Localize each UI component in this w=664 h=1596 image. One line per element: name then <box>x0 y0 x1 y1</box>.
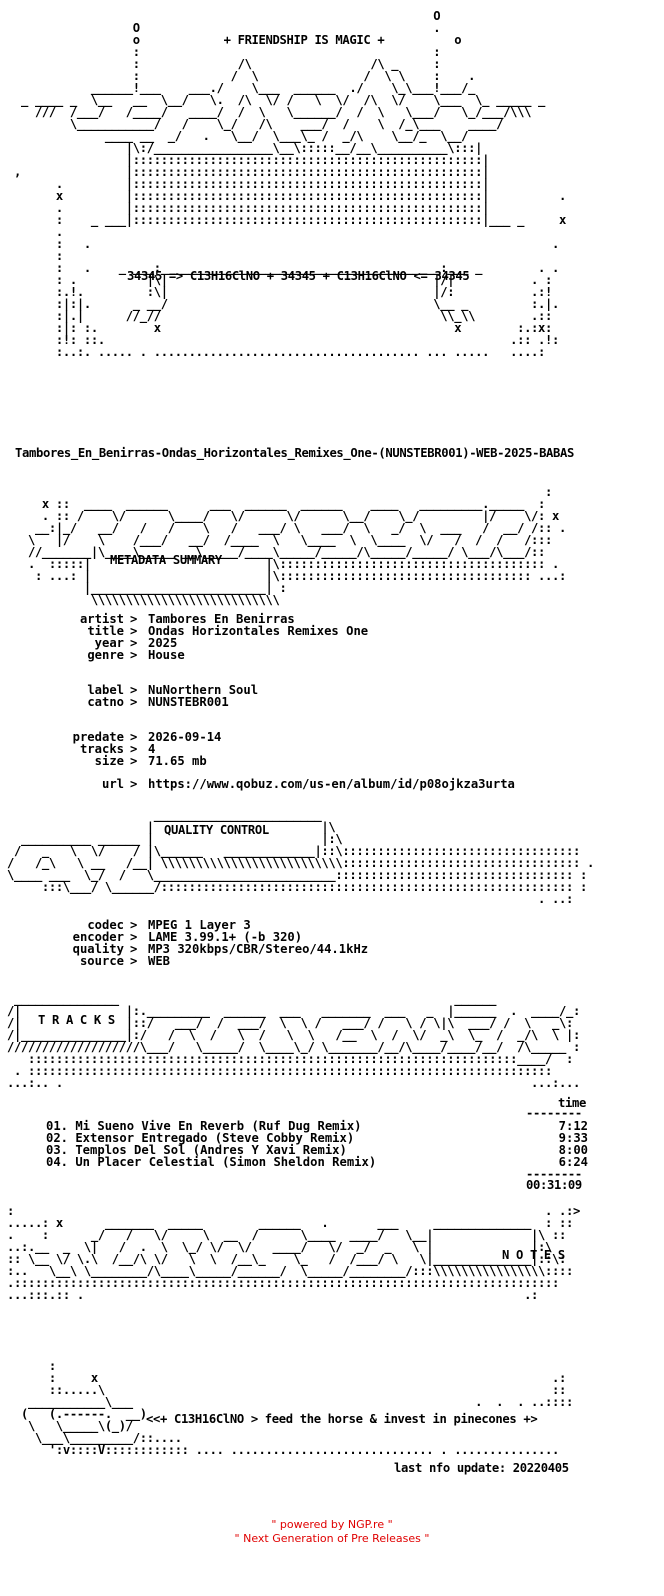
metadata-row-url: url>https://www.qobuz.com/us-en/album/id… <box>101 777 515 791</box>
header-title: + FRIENDSHIP IS MAGIC + <box>223 33 385 47</box>
metadata-row-size: size>71.65 mb <box>94 754 207 768</box>
release-name: Tambores_En_Benirras-Ondas_Horizontales_… <box>15 446 575 460</box>
last-update: last nfo update: 20220405 <box>394 1461 569 1475</box>
tracks-banner-art: _______________ ______ /| |:._________ _… <box>6 992 580 1090</box>
quality-list: codec>MPEG 1 Layer 3 encoder>LAME 3.99.1… <box>0 919 664 967</box>
notes-section-title: N O T E S <box>502 1248 565 1262</box>
tracks-divider-bottom: -------- <box>526 1167 582 1181</box>
track-row: 01. Mi Sueno Vive En Reverb (Ruf Dug Rem… <box>46 1119 588 1133</box>
metadata-banner-art: : x :: ____ ______ ___ ______ ______ ___… <box>27 485 566 607</box>
tracks-divider-top: -------- <box>526 1106 582 1120</box>
quality-row-quality: quality>MP3 320kbps/CBR/Stereo/44.1kHz <box>72 942 369 956</box>
metadata-list: artist>Tambores En Benirras title>Ondas … <box>0 613 664 790</box>
metadata-row-artist: artist>Tambores En Benirras <box>79 612 295 626</box>
header-formula: 34345 => C13H16ClNO + 34345 + C13H16ClNO… <box>127 269 470 283</box>
track-row: 04. Un Placer Celestial (Simon Sheldon R… <box>46 1155 588 1169</box>
metadata-row-label: label>NuNorthern Soul <box>87 683 259 697</box>
tracks-time-header: time <box>558 1096 586 1110</box>
quality-row-encoder: encoder>LAME 3.99.1+ (-b 320) <box>72 930 303 944</box>
signature-ascii-art: : : x .: ::.....\ :: ___________\___ <box>20 1359 573 1457</box>
header-ascii-art: O O . o + FRIENDSHIP IS MAGIC + o : : <box>13 9 566 359</box>
quality-row-source: source>WEB <box>79 954 171 968</box>
url-link[interactable]: https://www.qobuz.com/us-en/album/id/p08… <box>148 777 515 791</box>
quality-section-title: QUALITY CONTROL <box>164 823 269 837</box>
metadata-row-catno: catno>NUNSTEBR001 <box>87 695 229 709</box>
metadata-row-predate: predate>2026-09-14 <box>72 730 222 744</box>
footer-tagline: " Next Generation of Pre Releases " <box>234 1532 430 1545</box>
footer: " powered by NGP.re " " Next Generation … <box>0 1518 664 1546</box>
metadata-row-title: title>Ondas Horizontales Remixes One <box>87 624 369 638</box>
tracks-total-time: 00:31:09 <box>526 1178 582 1192</box>
metadata-row-genre: genre>House <box>87 648 185 662</box>
metadata-row-year: year>2025 <box>94 636 178 650</box>
footer-powered-by[interactable]: " powered by NGP.re " <box>271 1518 393 1531</box>
quality-banner-art: ________________________ | |\ __________… <box>6 808 594 906</box>
track-row: 02. Extensor Entregado (Steve Cobby Remi… <box>46 1131 588 1145</box>
track-row: 03. Templos Del Sol (Andres Y Xavi Remix… <box>46 1143 588 1157</box>
track-list: 01. Mi Sueno Vive En Reverb (Ruf Dug Rem… <box>0 1120 664 1168</box>
quality-row-codec: codec>MPEG 1 Layer 3 <box>87 918 251 932</box>
notes-banner-art: : . .:> .....: x _______ _____ ______ . … <box>6 1204 580 1302</box>
notes-tagline: <<+ C13H16ClNO > feed the horse & invest… <box>146 1412 538 1426</box>
tracks-section-title: T R A C K S <box>38 1013 115 1027</box>
metadata-row-tracks: tracks>4 <box>79 742 156 756</box>
metadata-section-title: METADATA SUMMARY <box>110 553 222 567</box>
